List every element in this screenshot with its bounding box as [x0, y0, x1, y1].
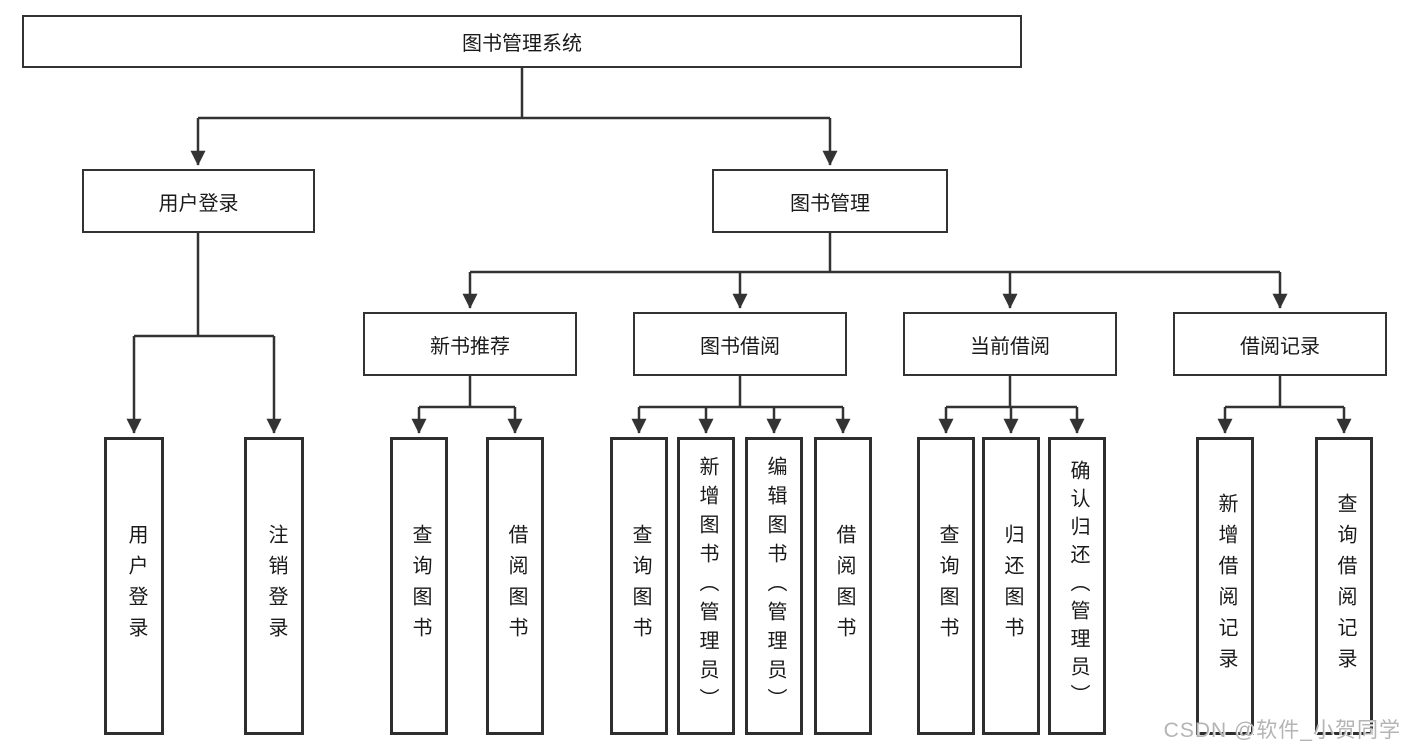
leaf-borrow-books: 借阅图书	[814, 437, 872, 735]
leaf-borrow-books-new: 借阅图书	[486, 437, 544, 735]
watermark: CSDN @软件_小贺同学	[1163, 719, 1401, 742]
node-borrowing-records: 借阅记录	[1173, 312, 1387, 376]
node-book-management: 图书管理	[712, 169, 948, 233]
leaf-query-borrow-record: 查询借阅记录	[1315, 437, 1373, 735]
leaf-return-books: 归还图书	[982, 437, 1040, 735]
leaf-query-books-borrow: 查询图书	[610, 437, 668, 735]
node-user-login: 用户登录	[82, 169, 315, 233]
leaf-logout: 注销登录	[244, 437, 304, 735]
leaf-user-login: 用户登录	[104, 437, 164, 735]
node-new-book-recommendation: 新书推荐	[363, 312, 577, 376]
node-book-borrowing: 图书借阅	[633, 312, 847, 376]
leaf-confirm-return-admin: 确认归还（管理员）	[1048, 437, 1106, 735]
leaf-add-borrow-record: 新增借阅记录	[1196, 437, 1254, 735]
leaf-add-book-admin: 新增图书（管理员）	[677, 437, 735, 735]
leaf-query-books-new: 查询图书	[390, 437, 448, 735]
leaf-query-books-current: 查询图书	[917, 437, 975, 735]
node-current-borrowing: 当前借阅	[903, 312, 1117, 376]
leaf-edit-book-admin: 编辑图书（管理员）	[745, 437, 803, 735]
node-library-management-system: 图书管理系统	[22, 15, 1022, 68]
